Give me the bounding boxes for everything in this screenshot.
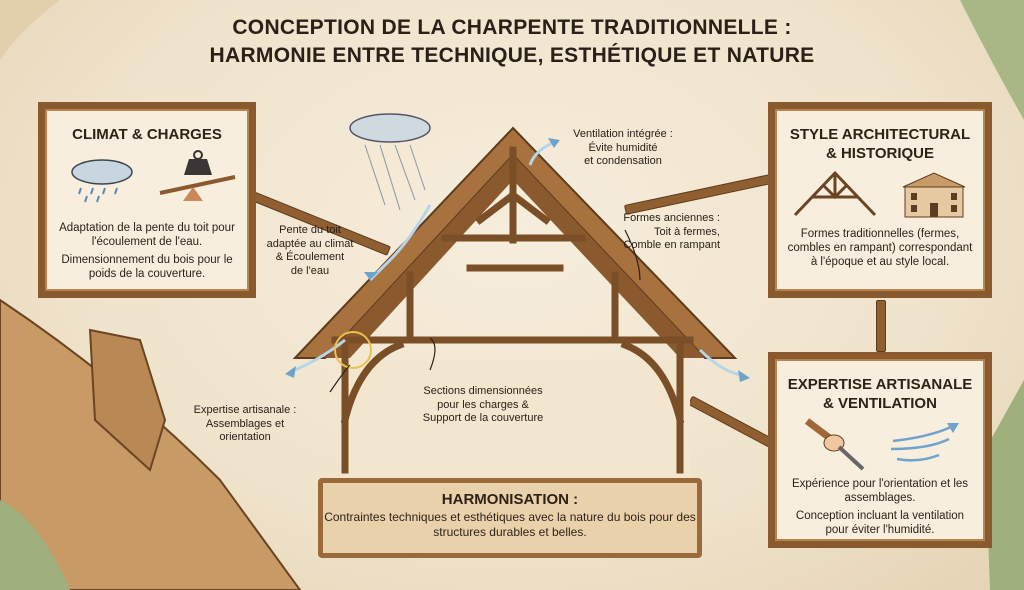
panel-expertise-ventilation: EXPERTISE ARTISANALE & VENTILATION Expéri… [768,352,992,548]
panel-text: Expérience pour l'orientation et les ass… [791,478,969,504]
label-line: Évite humidité [588,141,658,154]
label-line: adaptée au climat [266,237,354,250]
connector-beam-vertical [876,300,886,352]
label-line: Ventilation intégrée : [573,128,673,140]
label-line: Assemblages et [205,417,285,430]
panel-title: EXPERTISE ARTISANALE & VENTILATION [775,375,985,413]
historic-building-icon [902,172,966,218]
label-line: Pente du toit [279,224,341,236]
truss-icon [793,170,877,217]
label-line: Sections dimensionnées [423,385,543,397]
panel-title-line: STYLE ARCHITECTURAL [789,126,971,143]
label-formes: Formes anciennes :Toit à fermes,Comble e… [610,212,720,253]
panel-style-architectural: STYLE ARCHITECTURAL & HISTORIQUE Formes t… [768,102,992,298]
weight-scale-icon [159,150,236,201]
label-line: Toit à fermes, [653,225,720,238]
title-line-1: CONCEPTION DE LA CHARPENTE TRADITIONNELL… [232,16,792,39]
panel-title-line: EXPERTISE ARTISANALE [787,376,973,393]
rain-cloud-icon [71,159,133,203]
label-line: orientation [219,431,271,443]
panel-title: CLIMAT & CHARGES [72,126,222,143]
label-line: Support de la couverture [422,412,544,424]
panel-text: Conception incluant la ventilation pour … [795,510,965,536]
chisel-hand-icon [804,418,865,471]
label-line: pour les charges & [437,398,529,411]
page-title: CONCEPTION DE LA CHARPENTE TRADITIONNELL… [0,14,1024,70]
title-line-2: HARMONIE ENTRE TECHNIQUE, ESTHÉTIQUE ET … [209,44,815,67]
label-line: et condensation [584,155,662,167]
panel-climat-charges: CLIMAT & CHARGES Adaptation de la pente … [38,102,256,298]
label-line: de l'eau [290,264,330,277]
panel-title-line: & VENTILATION [823,395,937,412]
label-line: & Écoulement [275,251,345,263]
banner-title: HARMONISATION : [441,491,579,508]
label-line: Expertise artisanale : [193,404,297,416]
panel-title-line: & HISTORIQUE [825,145,935,162]
banner-text: Contraintes techniques et esthétiques av… [324,510,696,539]
harmonisation-banner: HARMONISATION : Contraintes techniques e… [318,478,702,558]
panel-title: STYLE ARCHITECTURAL & HISTORIQUE [775,125,985,163]
panel-text: Dimensionnement du bois pour le poids de… [61,254,233,280]
panel-text: Formes traditionnelles (fermes, combles … [787,228,973,268]
panel-text: Adaptation de la pente du toit pour l'éc… [59,222,235,248]
label-line: Formes anciennes : [623,212,720,224]
label-line: Comble en rampant [623,239,720,251]
wind-icon [890,423,959,462]
